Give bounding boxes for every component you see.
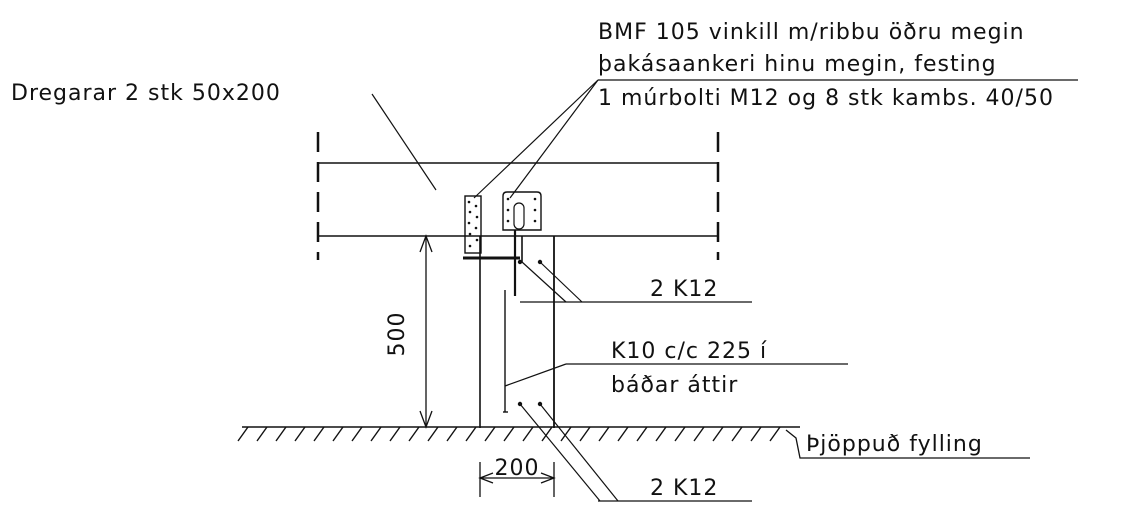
rebar-top-label: 2 K12	[650, 277, 718, 302]
beams-leader	[371, 93, 437, 191]
rebar-top-left	[517, 259, 523, 265]
rebar-bottom-leader-1	[519, 403, 601, 502]
bracket-label-line2: þakásaankeri hinu megin, festing	[598, 52, 997, 77]
beams-label: Dregarar 2 stk 50x200	[11, 81, 281, 106]
rebar-top-leader-1	[521, 261, 567, 303]
ground-hatch-tick	[598, 426, 610, 442]
strap-anchor-right	[502, 191, 542, 296]
bracket-leader-right	[509, 79, 599, 199]
fill-leader	[785, 429, 1030, 459]
stirrup-label-line2: báðar áttir	[611, 373, 738, 398]
ground-hatch-tick	[579, 426, 591, 442]
ground-hatch-tick	[275, 426, 287, 442]
ground-hatch-tick	[408, 426, 420, 442]
ground-hatch-tick	[446, 426, 458, 442]
bracket-leader-left	[473, 79, 599, 199]
rebar-top-leader-2	[539, 261, 583, 303]
ground-hatch-tick	[484, 426, 496, 442]
ground-hatch-tick	[617, 426, 629, 442]
ground-hatch-tick	[712, 426, 724, 442]
ground-hatch-tick	[427, 426, 439, 442]
ground-hatch-tick	[655, 426, 667, 442]
fill-label: Þjöppuð fylling	[806, 432, 983, 457]
ground-hatch-tick	[693, 426, 705, 442]
ground-hatch-tick	[256, 426, 268, 442]
bracket-label-line1: BMF 105 vinkill m/ribbu öðru megin	[598, 20, 1025, 45]
ground-hatch-tick	[294, 426, 306, 442]
ground-hatch-tick	[332, 426, 344, 442]
ground-line	[237, 426, 800, 442]
ground-hatch-tick	[674, 426, 686, 442]
beam	[316, 132, 720, 260]
ground-hatch-tick	[465, 426, 477, 442]
ground-hatch-tick	[503, 426, 515, 442]
stirrup-leader	[504, 363, 567, 387]
width-dimension: 200	[478, 456, 556, 497]
rebar-bottom-leader-2	[539, 403, 619, 502]
ground-hatch-tick	[560, 426, 572, 442]
height-dimension-label: 500	[385, 312, 410, 357]
ground-hatch-tick	[522, 426, 534, 442]
ground-hatch-tick	[313, 426, 325, 442]
ground-hatch-tick	[389, 426, 401, 442]
ground-hatch-tick	[237, 426, 249, 442]
ground-hatch-tick	[769, 426, 781, 442]
bracket-label-line3: 1 múrbolti M12 og 8 stk kambs. 40/50	[598, 86, 1054, 111]
ground-hatch-tick	[750, 426, 762, 442]
width-dimension-label: 200	[495, 456, 540, 481]
ground-hatch-tick	[731, 426, 743, 442]
rebar-bottom-label: 2 K12	[650, 476, 718, 501]
ground-hatch-tick	[636, 426, 648, 442]
ground-hatch-tick	[541, 426, 553, 442]
height-dimension: 500	[385, 234, 433, 429]
ground-hatch-tick	[351, 426, 363, 442]
angle-bracket-left	[463, 195, 520, 260]
ground-hatch-tick	[370, 426, 382, 442]
stirrup-label-line1: K10 c/c 225 í	[611, 339, 767, 364]
